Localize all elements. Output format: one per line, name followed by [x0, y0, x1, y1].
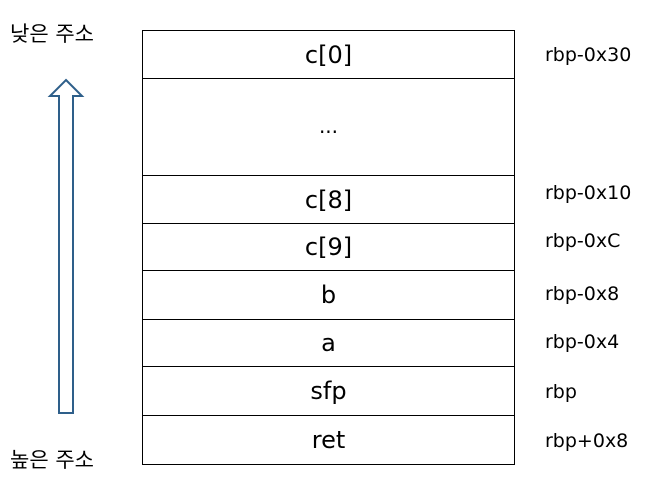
stack-cell-c9: c[9] — [142, 222, 515, 272]
low-address-label: 낮은 주소 — [10, 22, 94, 46]
stack-cell-label: sfp — [310, 377, 347, 405]
offset-label: rbp+0x8 — [545, 430, 629, 452]
stack-cell-label: c[0] — [304, 40, 353, 69]
stack-cell-label: c[8] — [304, 185, 353, 214]
stack-cell-label: b — [320, 281, 337, 309]
stack-cell-label: ret — [311, 425, 346, 454]
stack-cell-b: b — [142, 270, 515, 320]
offset-label: rbp-0x30 — [545, 44, 632, 66]
stack-cell-c8: c[8] — [142, 175, 515, 224]
stack-cell-ret: ret — [142, 414, 515, 465]
stack-cell-ellipsis: ... — [142, 77, 515, 177]
high-address-label: 높은 주소 — [10, 448, 94, 472]
stack-cell-a: a — [142, 318, 515, 368]
stack-cell-sfp: sfp — [142, 366, 515, 416]
stack-cell-c0: c[0] — [142, 30, 515, 79]
offset-label: rbp-0x4 — [545, 331, 620, 353]
offset-label: rbp-0x8 — [545, 283, 620, 305]
offset-label: rbp-0xC — [545, 230, 621, 252]
offset-label: rbp — [545, 381, 577, 403]
up-arrow-icon — [47, 78, 85, 414]
stack-cell-label: ... — [318, 113, 339, 138]
offset-label: rbp-0x10 — [545, 182, 632, 204]
stack-cell-label: c[9] — [304, 233, 353, 261]
stack-cell-label: a — [321, 329, 336, 357]
